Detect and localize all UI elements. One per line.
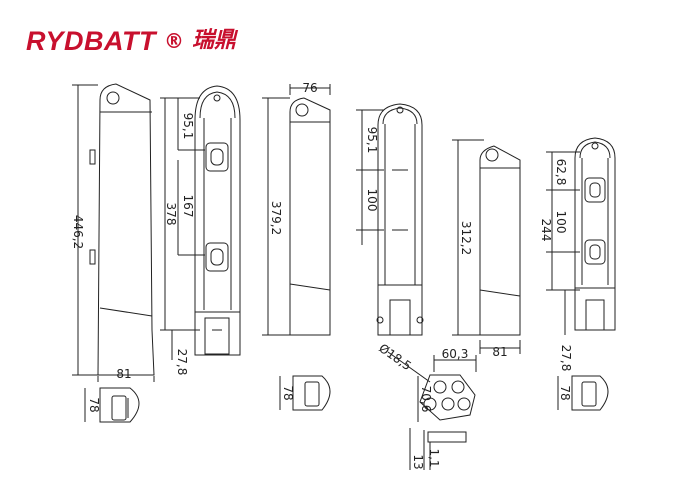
dim-78-a: 78 (87, 397, 101, 412)
battery-5-body (479, 145, 521, 336)
battery-3-body (289, 97, 331, 336)
top-view-2-outline (292, 375, 331, 411)
battery-6-mount-lower (584, 239, 606, 265)
brand-name: RYDBATT (26, 25, 156, 56)
brand-chinese-name: 瑞鼎 (192, 28, 237, 53)
battery-1-lock-icon (106, 91, 120, 105)
battery-6-lock-icon (591, 142, 599, 150)
dim-81-a: 81 (116, 367, 131, 381)
connector-outline (419, 374, 476, 421)
battery-2-mount-upper (205, 142, 229, 172)
top-view-1 (84, 387, 140, 423)
battery-1-contact-lower (89, 249, 96, 265)
battery-6-mount-upper (584, 177, 606, 203)
dim-1-1: 1,1 (427, 448, 441, 467)
dim-244: 244 (539, 219, 553, 242)
top-view-1-outline (99, 387, 140, 423)
battery-1-contact (89, 149, 96, 165)
dim-378: 378 (164, 203, 178, 226)
battery-2-lock-icon (213, 94, 221, 102)
battery-2-body (194, 85, 241, 356)
dim-100-a: 100 (365, 189, 379, 212)
battery-6-front-view (546, 137, 616, 335)
dim-78-c: 78 (558, 385, 572, 400)
battery-3-side-view (262, 84, 331, 336)
dim-379-2: 379,2 (269, 201, 283, 235)
dim-312-2: 312,2 (459, 221, 473, 255)
battery-5-lock-icon (485, 148, 499, 162)
battery-1-body (97, 83, 155, 376)
dim-81-b: 81 (492, 345, 507, 359)
dim-446-2: 446,2 (71, 215, 85, 249)
battery-4-lock-icon (396, 106, 404, 114)
dim-95-1-a: 95,1 (181, 113, 195, 140)
connector-pin-profile (427, 431, 467, 443)
battery-4-connector (377, 284, 423, 336)
connector-detail (387, 351, 477, 470)
top-view-3-outline (571, 375, 609, 411)
battery-6-connector (574, 287, 616, 331)
dim-76: 76 (302, 81, 317, 95)
battery-1-base (99, 307, 153, 317)
registered-mark: ® (164, 29, 184, 53)
dim-100-b: 100 (554, 211, 568, 234)
dim-70-6: 70,6 (419, 386, 433, 413)
dim-diameter-18-5: Ø18,5 (376, 341, 414, 373)
connector-pin (433, 380, 447, 394)
dim-60-3: 60,3 (442, 347, 469, 361)
dim-27-8-b: 27,8 (559, 345, 573, 372)
battery-4-front-view (356, 103, 424, 336)
battery-2-front-view (160, 85, 241, 360)
top-view-2 (279, 375, 331, 411)
dim-27-8-a: 27,8 (175, 349, 189, 376)
battery-1-side-view (72, 83, 155, 382)
top-view-3 (557, 375, 609, 411)
dim-62-8: 62,8 (554, 159, 568, 186)
battery-5-side-view (452, 139, 521, 354)
dim-78-b: 78 (281, 385, 295, 400)
dim-95-1-b: 95,1 (365, 127, 379, 154)
brand-logo: RYDBATT ® 瑞鼎 (26, 24, 236, 58)
battery-2-mount-lower (205, 242, 229, 272)
battery-2-connector (194, 311, 241, 356)
battery-3-lock-icon (295, 103, 309, 117)
dim-167: 167 (181, 195, 195, 218)
battery-6-body (574, 137, 616, 331)
dim-13: 13 (411, 454, 425, 469)
battery-4-body (377, 103, 423, 336)
